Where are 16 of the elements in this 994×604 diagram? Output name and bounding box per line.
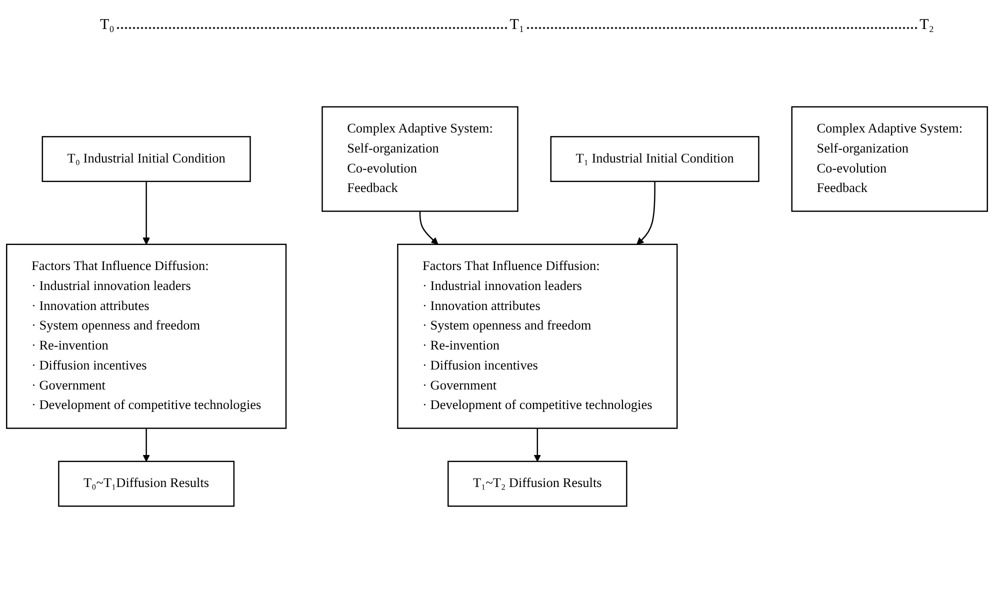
arrow [419, 211, 438, 245]
time-label: T₂ [920, 17, 934, 34]
node-box: T₁ Industrial Initial Condition [550, 136, 760, 182]
arrow [142, 428, 150, 462]
arrow [142, 181, 150, 245]
node-box: T₀~T₁Diffusion Results [58, 460, 235, 507]
node-box: T₁~T₂ Diffusion Results [448, 460, 628, 507]
node-box: Complex Adaptive System: Self-organization Co-evolution Feedback [322, 106, 518, 212]
time-label: T₀ [100, 17, 114, 34]
node-box: Factors That Influence Diffusion: · Industrial innovation leaders · Innovation attributes · System openness and freedom · Re-invention · Diffusion incentives · Government · Development of competitive technologies [397, 244, 678, 429]
arrow [534, 428, 542, 462]
node-box: Complex Adaptive System: Self-organization Co-evolution Feedback [791, 106, 988, 212]
node-box: Factors That Influence Diffusion: · Industrial innovation leaders · Innovation attributes · System openness and freedom · Re-invention · Diffusion incentives · Government · Development of competitive technologies [6, 244, 287, 429]
time-label: T₁ [510, 17, 524, 34]
node-box: T₀ Industrial Initial Condition [42, 136, 251, 182]
arrow [636, 181, 656, 245]
